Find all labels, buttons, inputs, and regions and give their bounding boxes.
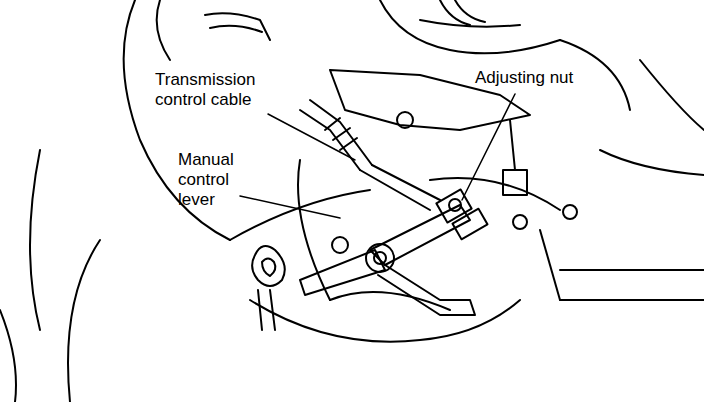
- part-label: Adjusting nut: [475, 68, 675, 88]
- part-label: Transmission control cable: [155, 70, 290, 110]
- part-label: Manual control lever: [178, 150, 250, 210]
